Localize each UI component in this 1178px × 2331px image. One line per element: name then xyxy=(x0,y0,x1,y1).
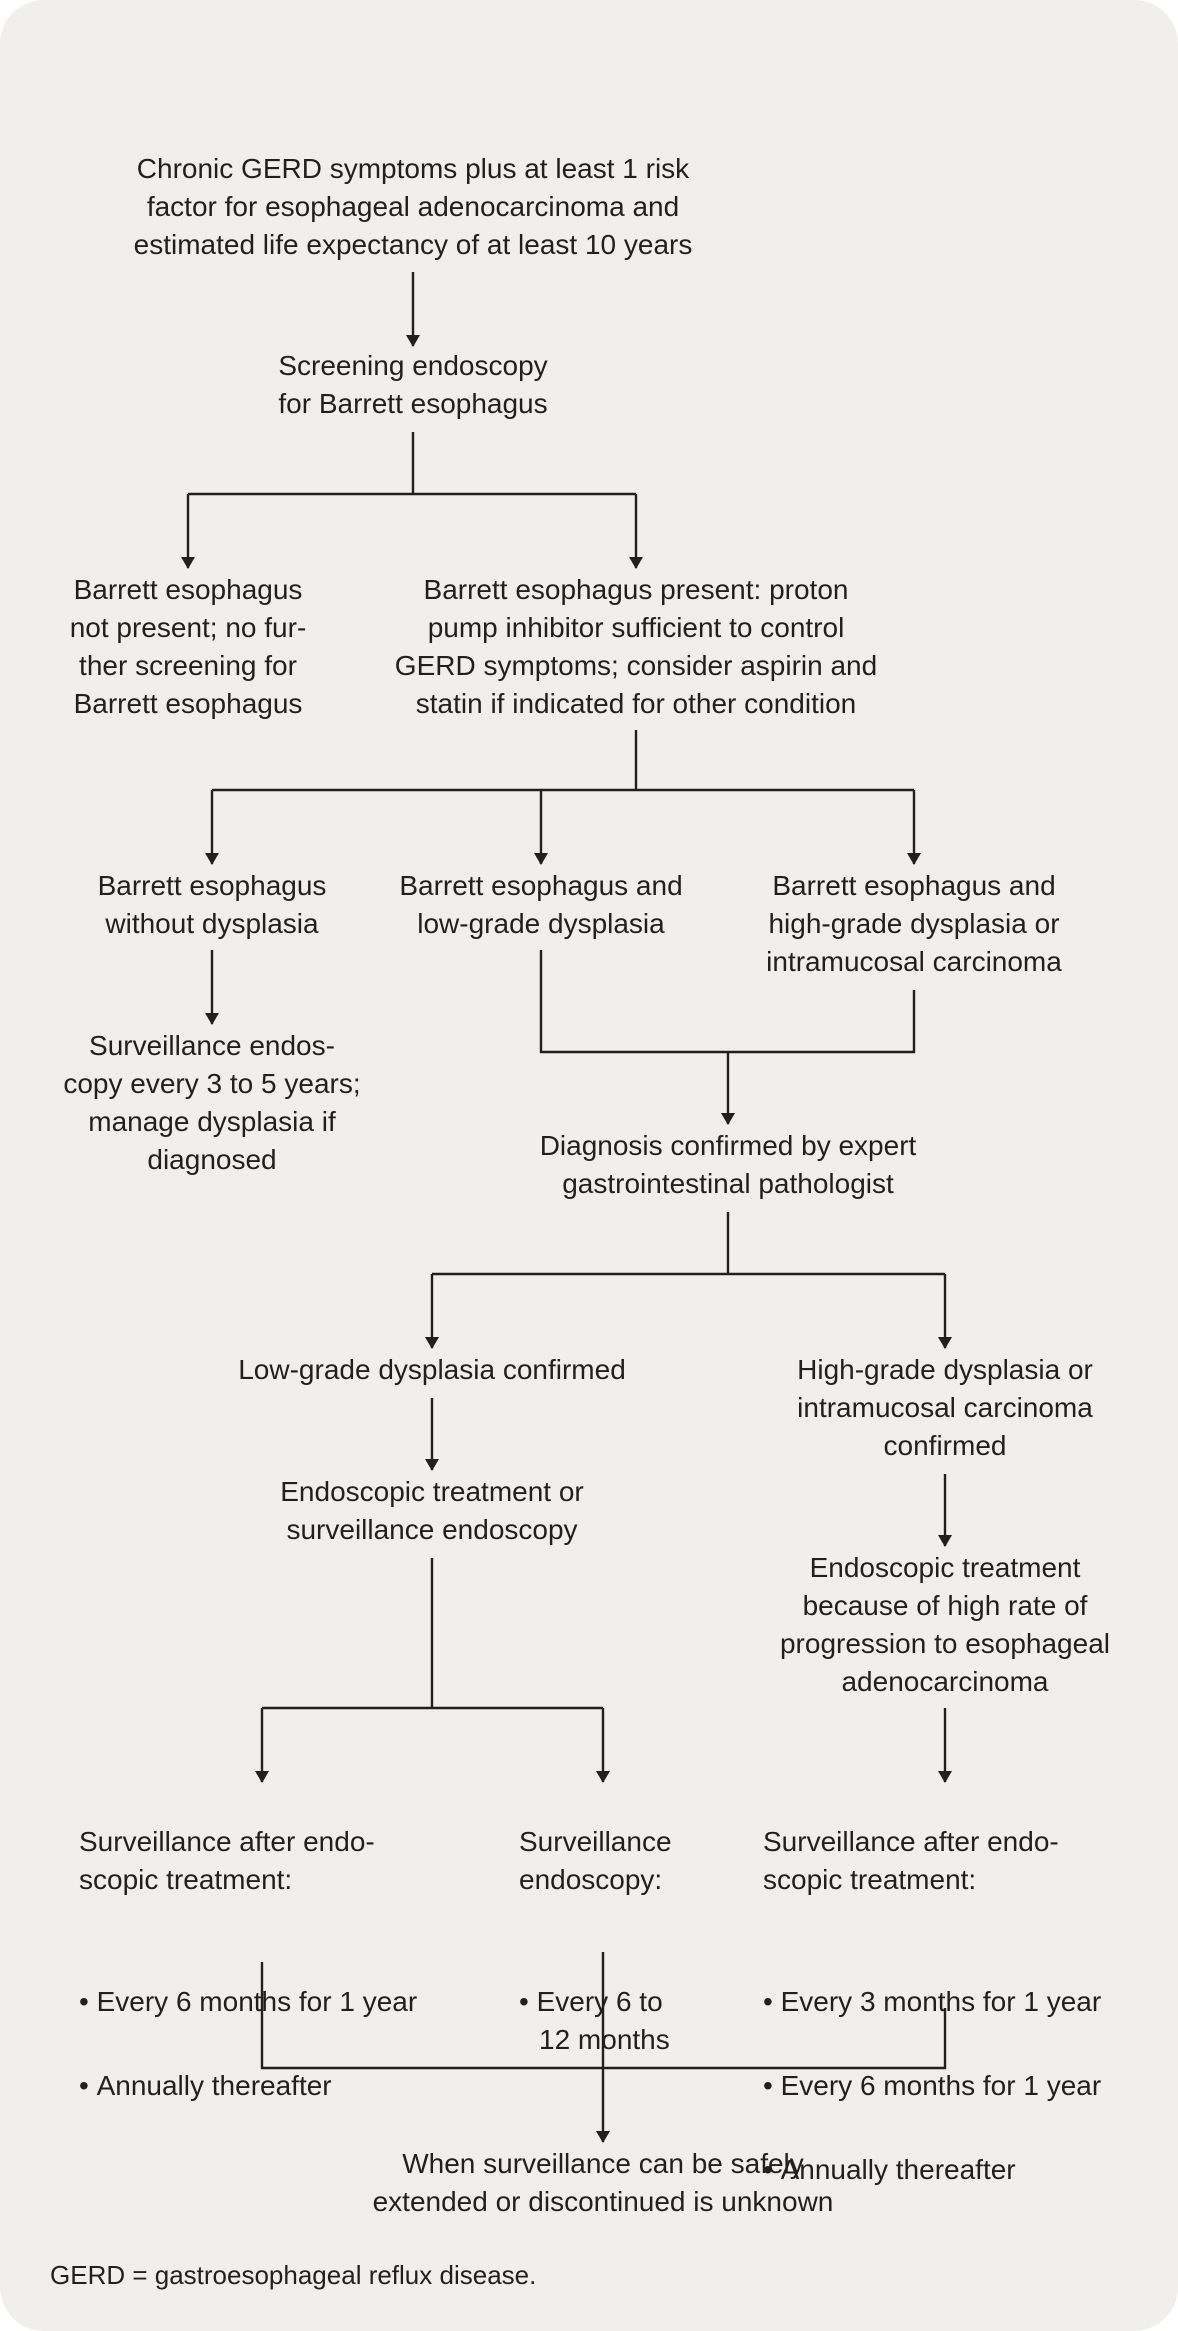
lgd-surveillance-list: Every 6 to 12 months xyxy=(519,1937,719,2097)
list-item: Every 6 months for 1 year xyxy=(79,1983,479,2021)
node-end: When surveillance can be safely extended… xyxy=(372,2148,834,2217)
hgd-after-treatment-lead: Surveillance after endo- scopic treatmen… xyxy=(763,1826,1059,1895)
node-confirmed-expert: Diagnosis confirmed by expert gastrointe… xyxy=(539,1130,917,1199)
connector-expert-split xyxy=(432,1212,945,1276)
lgd-after-treatment-lead: Surveillance after endo- scopic treatmen… xyxy=(79,1826,375,1895)
node-be-absent: Barrett esophagus not present; no fur- t… xyxy=(69,574,307,719)
connector-be-present-split xyxy=(212,730,914,792)
node-be-hgd: Barrett esophagus and high-grade dysplas… xyxy=(766,870,1062,977)
node-hgd-after-treatment: Surveillance after endo- scopic treatmen… xyxy=(763,1785,1163,2265)
node-be-lgd: Barrett esophagus and low-grade dysplasi… xyxy=(399,870,683,939)
list-item: Every 3 months for 1 year xyxy=(763,1983,1163,2021)
node-hgd-confirmed: High-grade dysplasia or intramucosal car… xyxy=(797,1354,1093,1461)
list-item: Every 6 months for 1 year xyxy=(763,2067,1163,2105)
node-screening: Screening endoscopy for Barrett esophagu… xyxy=(278,350,548,419)
connector-lgd-treatment-split xyxy=(262,1558,603,1710)
node-lgd-surveillance: Surveillance endoscopy: Every 6 to 12 mo… xyxy=(519,1785,719,2135)
list-item: Annually thereafter xyxy=(79,2067,479,2105)
hgd-after-treatment-list: Every 3 months for 1 year Every 6 months… xyxy=(763,1937,1163,2227)
list-item: Annually thereafter xyxy=(763,2151,1163,2189)
node-surveillance-3-5: Surveillance endos- copy every 3 to 5 ye… xyxy=(63,1030,361,1175)
node-lgd-confirmed: Low-grade dysplasia confirmed xyxy=(238,1354,626,1385)
connector-screening-split xyxy=(188,432,636,496)
node-hgd-treatment: Endoscopic treatment because of high rat… xyxy=(779,1552,1110,1697)
lgd-surveillance-lead: Surveillance endoscopy: xyxy=(519,1826,672,1895)
node-lgd-after-treatment: Surveillance after endo- scopic treatmen… xyxy=(79,1785,479,2181)
node-be-no-dysplasia: Barrett esophagus without dysplasia xyxy=(97,870,327,939)
node-be-present: Barrett esophagus present: proton pump i… xyxy=(394,574,878,719)
footnote: GERD = gastroesophageal reflux disease. xyxy=(50,2260,537,2290)
list-item: Every 6 to 12 months xyxy=(519,1983,719,2059)
lgd-after-treatment-list: Every 6 months for 1 year Annually there… xyxy=(79,1937,479,2143)
node-start: Chronic GERD symptoms plus at least 1 ri… xyxy=(133,153,693,260)
node-lgd-treatment: Endoscopic treatment or surveillance end… xyxy=(280,1476,584,1545)
